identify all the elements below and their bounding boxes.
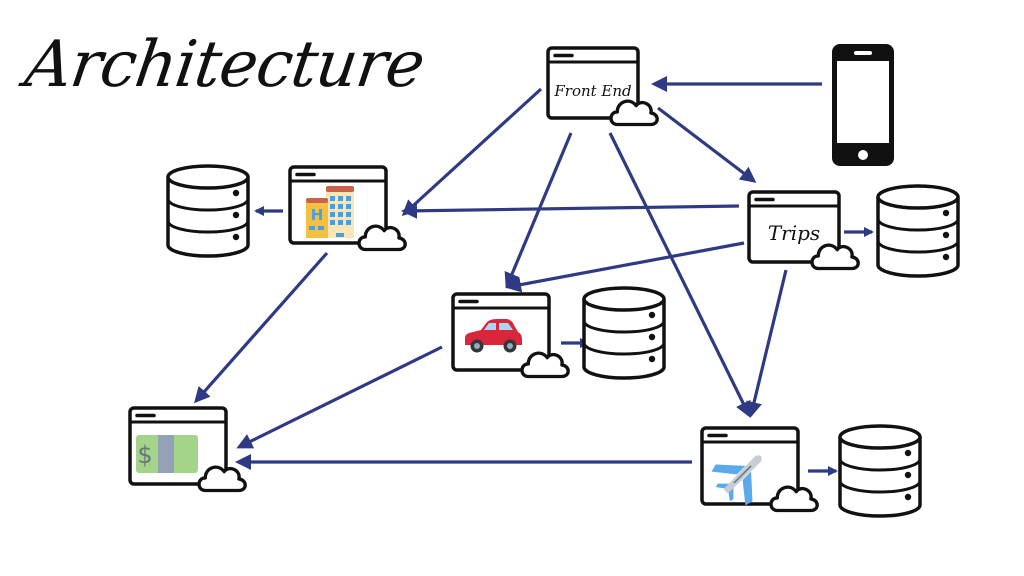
cloud-icon [810,243,860,271]
svg-text:$: $ [137,441,152,469]
database-icon [582,299,666,380]
arrow-front-end-to-trips [657,106,757,183]
database-icon [838,437,922,518]
cloud-icon [197,465,247,493]
front-end-service-window[interactable]: Front End [546,46,659,127]
front-end-label: Front End [553,82,631,100]
arrow-front-end-to-flights [608,132,751,418]
payments-service-window[interactable]: $ [128,406,247,493]
trips-label: Trips [768,221,820,245]
airplane-icon [711,455,762,506]
cars-db-database[interactable] [582,286,666,380]
cloud-icon [520,351,570,379]
arrow-trips-to-hotels [401,202,740,219]
arrow-trips-to-flights [746,269,788,418]
car-icon [465,319,522,353]
flights-db-database[interactable] [838,424,922,518]
smartphone-icon[interactable] [832,44,894,166]
database-icon [876,197,960,278]
cloud-icon [769,485,819,513]
cars-service-window[interactable] [451,292,570,379]
arrow-front-end-to-hotels [401,87,543,217]
svg-text:H: H [311,206,324,224]
hotels-service-window[interactable]: H [288,165,407,252]
arrow-trips-to-cars [505,241,745,293]
flights-service-window[interactable] [700,426,819,513]
database-icon [166,177,250,258]
edges-layer [194,76,874,476]
hotel-icon: H [306,186,354,238]
arrow-cars-to-payments [236,345,443,449]
cloud-icon [357,224,407,252]
hotels-db-database[interactable] [166,164,250,258]
money-icon: $ [136,435,198,473]
trips-service-window[interactable]: Trips [747,190,860,271]
arrow-hotels-to-payments [194,251,329,404]
cloud-icon [609,99,659,127]
trips-db-database[interactable] [876,184,960,278]
